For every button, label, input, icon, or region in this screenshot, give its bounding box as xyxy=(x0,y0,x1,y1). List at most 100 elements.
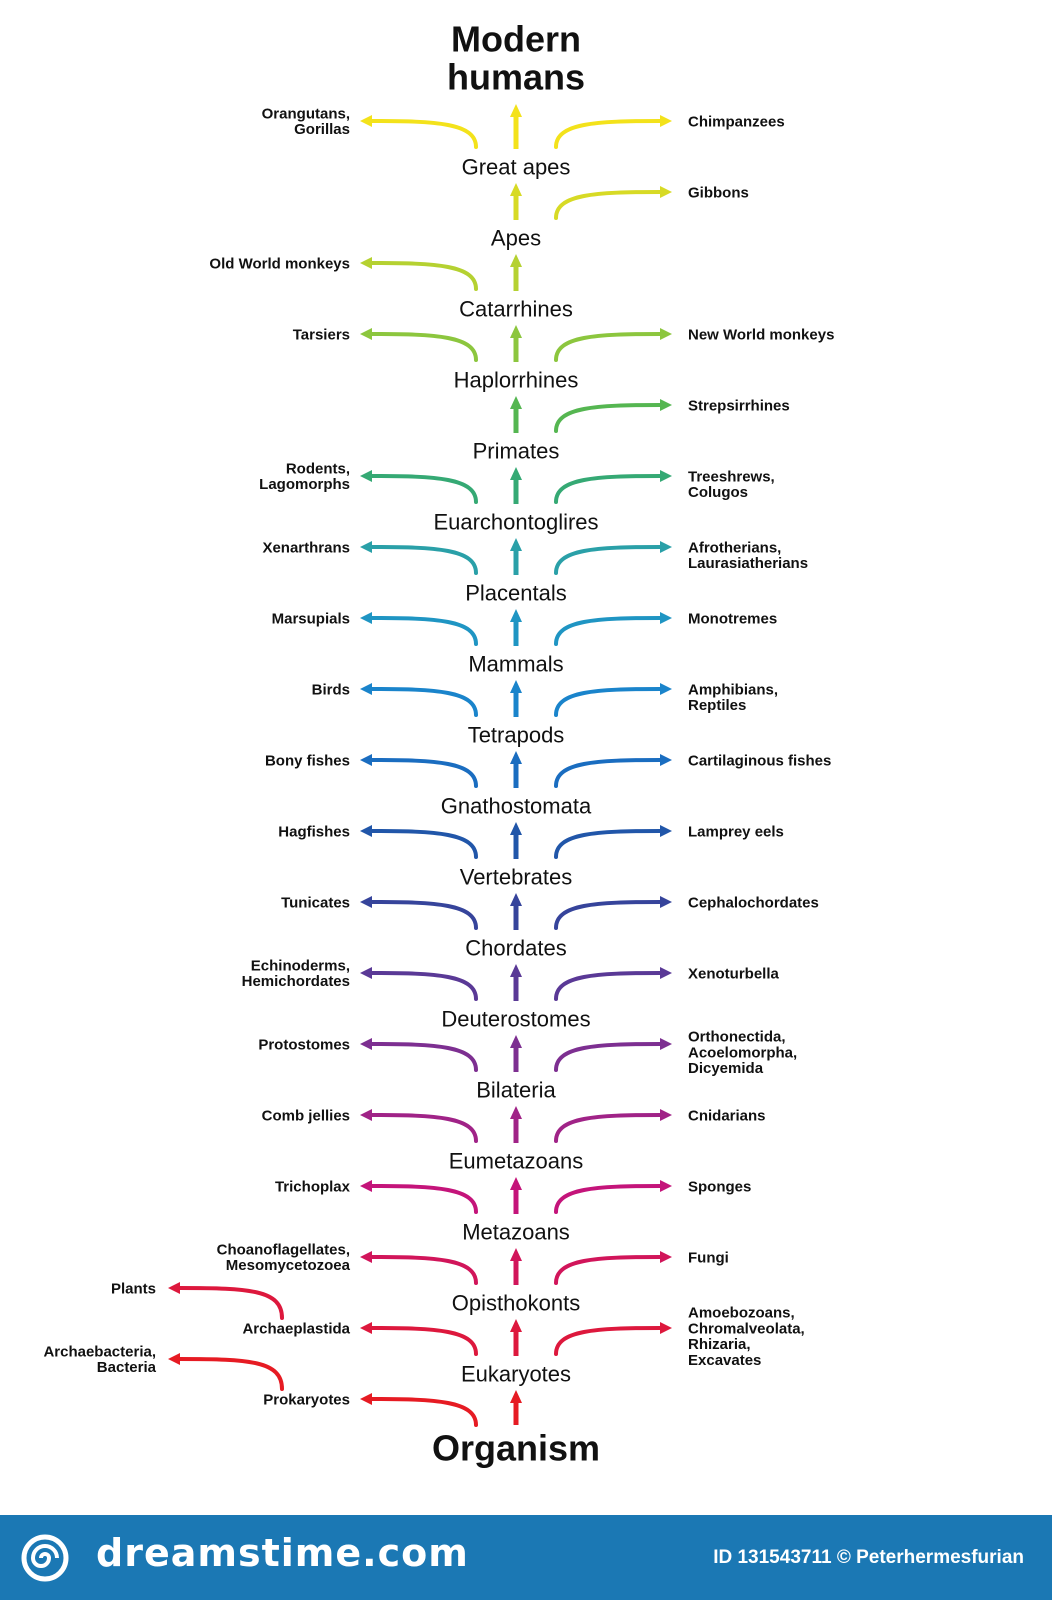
right-branch-curve xyxy=(554,1184,662,1214)
far-left-branch-arrowhead xyxy=(168,1282,180,1294)
image-credit: ID 131543711 © Peterhermesfurian xyxy=(713,1547,1024,1568)
trunk-label: Gnathostomata xyxy=(441,794,592,819)
left-branch-arrowhead xyxy=(360,683,372,695)
right-branch-curve xyxy=(554,403,662,433)
left-branch-arrowhead xyxy=(360,1038,372,1050)
right-branch-arrowhead xyxy=(660,967,672,979)
left-branch-arrowhead xyxy=(360,1251,372,1263)
right-branch-curve xyxy=(554,971,662,1001)
right-branch-curve xyxy=(554,900,662,930)
trunk-arrowhead xyxy=(510,893,522,906)
trunk-arrowhead xyxy=(510,680,522,693)
trunk-arrowhead xyxy=(510,396,522,409)
trunk-arrowhead xyxy=(510,183,522,196)
left-branch-curve xyxy=(370,616,478,646)
left-branch-arrowhead xyxy=(360,896,372,908)
right-branch-label: Sponges xyxy=(688,1178,751,1195)
right-branch-curve xyxy=(554,119,662,149)
trunk-label: Vertebrates xyxy=(460,865,573,890)
left-branch-curve xyxy=(370,1255,478,1285)
left-branch-curve xyxy=(370,758,478,788)
left-branch-label: Birds xyxy=(312,681,350,698)
far-left-branch-label: Plants xyxy=(111,1280,156,1297)
right-branch-label: Amoebozoans,Chromalveolata,Rhizaria,Exca… xyxy=(688,1305,805,1369)
left-branch-label: Rodents,Lagomorphs xyxy=(259,460,350,493)
far-left-branch-curve xyxy=(178,1357,284,1391)
spiral-icon xyxy=(21,1534,69,1582)
trunk-label: Eukaryotes xyxy=(461,1362,571,1387)
right-branch-arrowhead xyxy=(660,541,672,553)
right-branch-curve xyxy=(554,1255,662,1285)
trunk-arrowhead xyxy=(510,1035,522,1048)
trunk-label: Placentals xyxy=(465,581,567,606)
trunk-arrowhead xyxy=(510,104,522,117)
trunk-label: Apes xyxy=(491,226,541,251)
left-branch-arrowhead xyxy=(360,754,372,766)
left-branch-label: Hagfishes xyxy=(278,823,350,840)
right-branch-label: Orthonectida,Acoelomorpha,Dicyemida xyxy=(688,1029,797,1078)
trunk-label: Euarchontoglires xyxy=(433,510,598,535)
right-branch-label: Strepsirrhines xyxy=(688,397,790,414)
left-branch-curve xyxy=(370,1397,478,1427)
left-branch-arrowhead xyxy=(360,470,372,482)
left-branch-curve xyxy=(370,545,478,575)
right-branch-label: Chimpanzees xyxy=(688,113,785,130)
left-branch-curve xyxy=(370,687,478,717)
left-branch-label: Old World monkeys xyxy=(209,255,350,272)
left-branch-curve xyxy=(370,1042,478,1072)
far-left-branch-arrowhead xyxy=(168,1353,180,1365)
trunk-label: Opisthokonts xyxy=(452,1291,580,1316)
right-branch-arrowhead xyxy=(660,1109,672,1121)
left-branch-curve xyxy=(370,119,478,149)
right-branch-curve xyxy=(554,1326,662,1356)
left-branch-arrowhead xyxy=(360,1322,372,1334)
left-branch-arrowhead xyxy=(360,1180,372,1192)
trunk-arrowhead xyxy=(510,467,522,480)
right-branch-label: Afrotherians,Laurasiatherians xyxy=(688,539,808,572)
trunk-arrowhead xyxy=(510,254,522,267)
footer-bar: dreamstime.com ID 131543711 © Peterherme… xyxy=(0,1515,1052,1600)
trunk-label: Catarrhines xyxy=(459,297,573,322)
left-branch-label: Prokaryotes xyxy=(263,1391,350,1408)
right-branch-label: Amphibians,Reptiles xyxy=(688,681,778,714)
right-branch-label: Monotremes xyxy=(688,610,777,627)
trunk-label: Tetrapods xyxy=(468,723,565,748)
trunk-arrowhead xyxy=(510,325,522,338)
trunk-label: Deuterostomes xyxy=(441,1007,590,1032)
left-branch-label: Tarsiers xyxy=(293,326,350,343)
right-branch-arrowhead xyxy=(660,1322,672,1334)
left-branch-label: Tunicates xyxy=(281,894,350,911)
right-branch-arrowhead xyxy=(660,1251,672,1263)
right-branch-label: Lamprey eels xyxy=(688,823,784,840)
right-branch-label: Cephalochordates xyxy=(688,894,819,911)
right-branch-curve xyxy=(554,1042,662,1072)
right-branch-arrowhead xyxy=(660,825,672,837)
left-branch-label: Trichoplax xyxy=(275,1178,351,1195)
right-branch-arrowhead xyxy=(660,399,672,411)
left-branch-label: Marsupials xyxy=(272,610,350,627)
left-branch-arrowhead xyxy=(360,967,372,979)
right-branch-curve xyxy=(554,1113,662,1143)
brand-name[interactable]: dreamstime.com xyxy=(96,1531,469,1575)
left-branch-label: Orangutans,Gorillas xyxy=(262,105,350,138)
trunk-label: Metazoans xyxy=(462,1220,570,1245)
right-branch-arrowhead xyxy=(660,1038,672,1050)
right-branch-arrowhead xyxy=(660,612,672,624)
right-branch-curve xyxy=(554,829,662,859)
left-branch-curve xyxy=(370,900,478,930)
trunk-label: Chordates xyxy=(465,936,567,961)
left-branch-arrowhead xyxy=(360,612,372,624)
left-branch-arrowhead xyxy=(360,825,372,837)
right-branch-arrowhead xyxy=(660,470,672,482)
bottom-title: Organism xyxy=(432,1428,600,1469)
right-branch-arrowhead xyxy=(660,115,672,127)
right-branch-arrowhead xyxy=(660,683,672,695)
right-branch-arrowhead xyxy=(660,896,672,908)
right-branch-label: Xenoturbella xyxy=(688,965,780,982)
left-branch-arrowhead xyxy=(360,1109,372,1121)
right-branch-label: Fungi xyxy=(688,1249,729,1266)
left-branch-curve xyxy=(370,971,478,1001)
far-left-branch-curve xyxy=(178,1286,284,1320)
left-branch-curve xyxy=(370,474,478,504)
